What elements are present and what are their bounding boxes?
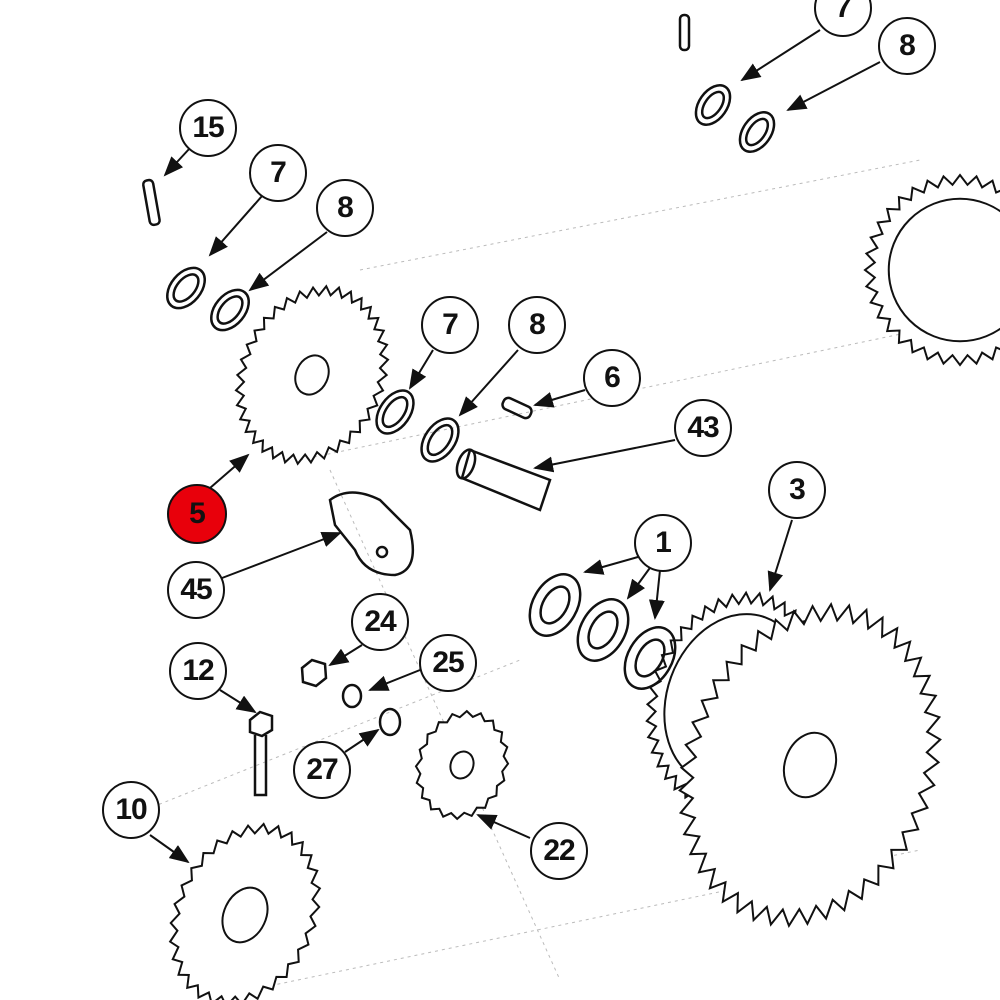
callout-5-highlighted[interactable]: 5 [167,484,227,544]
pin-15 [141,178,161,227]
gear-10 [168,822,322,1000]
callout-25[interactable]: 25 [419,634,477,692]
gear-top-right [863,173,1000,367]
callout-8-mid[interactable]: 8 [508,296,566,354]
gear-22 [414,709,510,821]
callout-27[interactable]: 27 [293,741,351,799]
ring-7-left [166,266,206,310]
gear-3 [678,601,942,929]
washer-1a [528,573,582,637]
callout-15[interactable]: 15 [179,99,237,157]
washer-1b [576,598,630,662]
leader-lines [149,29,881,864]
callout-8-top[interactable]: 8 [878,17,936,75]
nut-25 [341,683,363,709]
shaft-43 [460,448,552,512]
bolt-12 [248,710,274,797]
ring-8-left [210,288,250,332]
callout-7-mid[interactable]: 7 [421,296,479,354]
callout-43[interactable]: 43 [674,399,732,457]
callout-45[interactable]: 45 [167,561,225,619]
callout-10[interactable]: 10 [102,781,160,839]
callout-24[interactable]: 24 [351,593,409,651]
ring-7-mid [375,389,415,435]
ring-8-top [738,111,776,153]
callout-3[interactable]: 3 [768,461,826,519]
ring-7-top [694,84,732,126]
washer-1c [623,626,677,690]
callout-8-left[interactable]: 8 [316,179,374,237]
washer-27 [378,707,402,737]
key-6 [501,396,533,420]
ring-8-mid [420,417,460,463]
pin-top [678,13,691,52]
callout-7-left[interactable]: 7 [249,144,307,202]
callout-12[interactable]: 12 [169,642,227,700]
nut-24 [300,658,328,688]
gear-5 [234,284,390,466]
callout-1[interactable]: 1 [634,514,692,572]
callout-6[interactable]: 6 [583,349,641,407]
callout-22[interactable]: 22 [530,822,588,880]
parts [141,13,776,797]
cam-45 [328,491,415,577]
